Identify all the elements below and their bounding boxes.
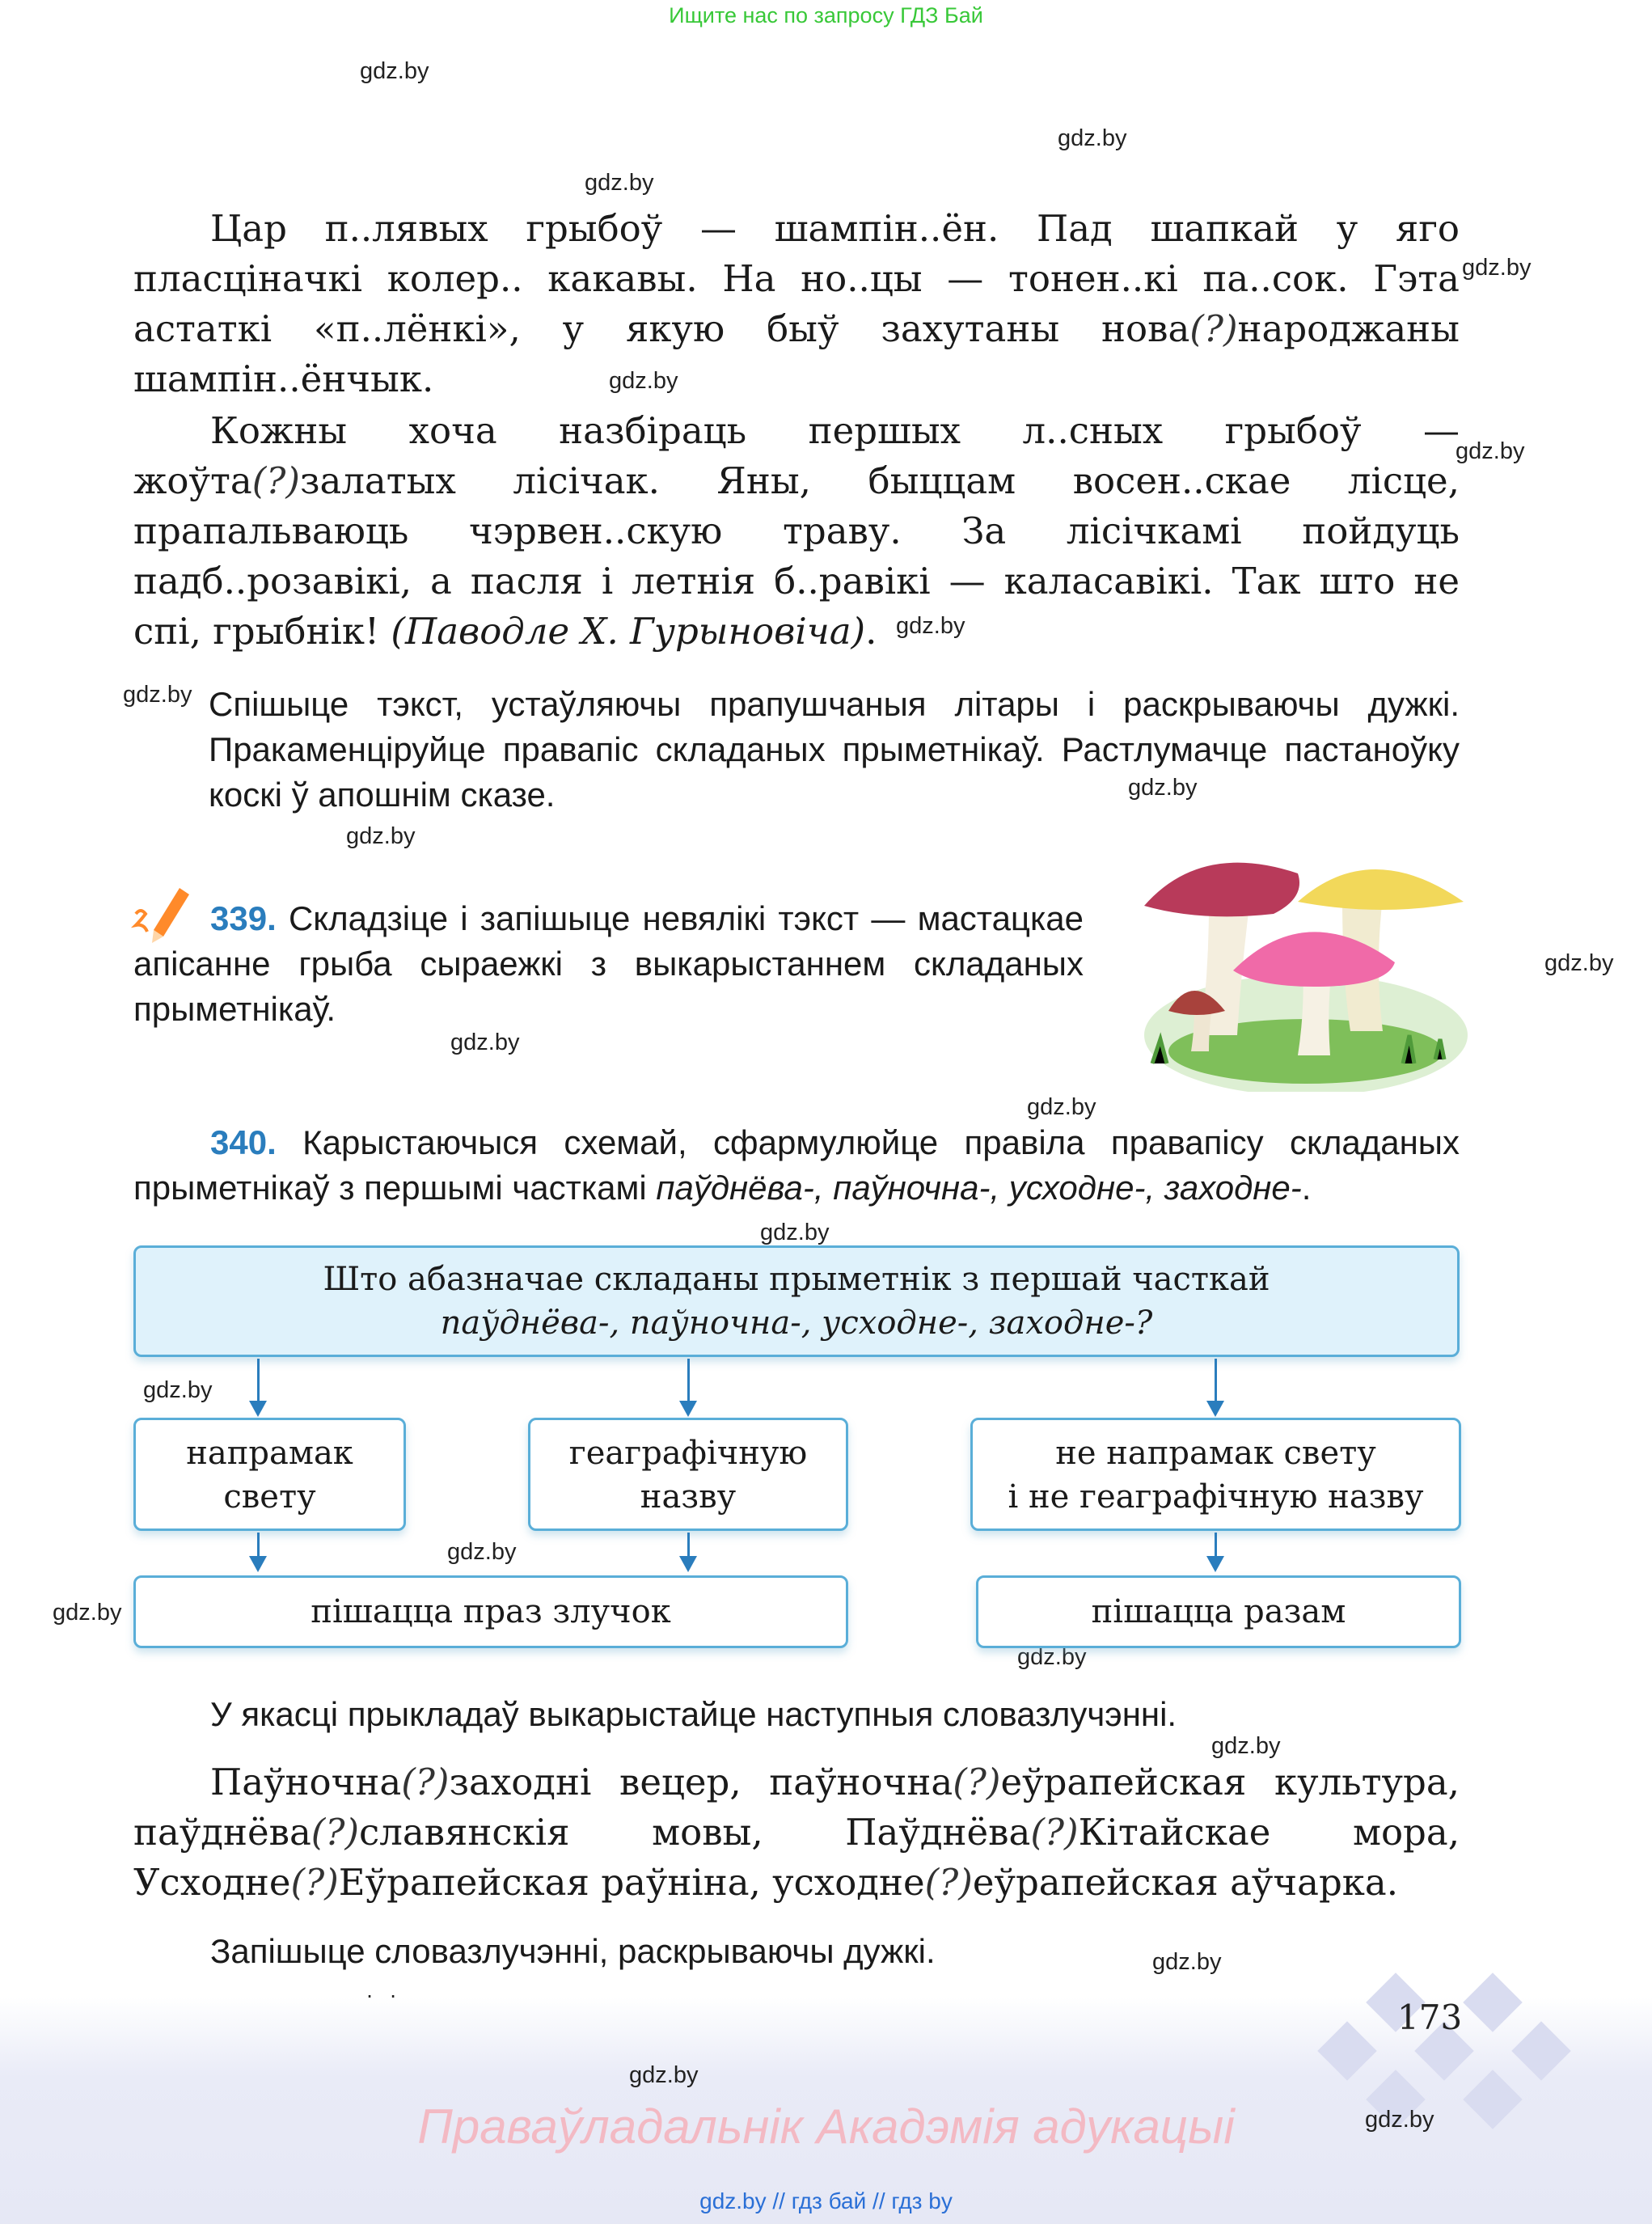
diagram-box-geo-name: геаграфічную назву [528, 1418, 848, 1531]
examples-intro: У якасці прыкладаў выкарыстайце наступны… [133, 1692, 1460, 1737]
diagram-box-direction-line2: свету [223, 1478, 316, 1516]
diagram-result-hyphen: пішацца праз злучок [133, 1575, 848, 1648]
examples-block: Паўночна(?)заходні вецер, паўночна(?)еўр… [133, 1757, 1460, 1908]
watermark: gdz.by [1058, 125, 1127, 151]
diagram-box-neither: не напрамак свету і не геаграфічную назв… [970, 1418, 1461, 1531]
watermark: gdz.by [447, 1539, 517, 1565]
diagram-box-neither-line1: не напрамак свету [1055, 1435, 1376, 1472]
diagram-box-direction: напрамак свету [133, 1418, 406, 1531]
examples-text: Паўночна(?)заходні вецер, паўночна(?)еўр… [133, 1761, 1460, 1904]
watermark: gdz.by [143, 1377, 213, 1403]
diagram-box-geo-line2: назву [640, 1478, 737, 1516]
exercise-339: 339. Складзіце і запішыце невялікі тэкст… [133, 896, 1084, 1032]
watermark: gdz.by [1017, 1644, 1087, 1670]
final-instruction: Запішыце словазлучэнні, раскрываючы дужк… [133, 1929, 1460, 1974]
diagram-question-line2: паўднёва-, паўночна-, усходне-, заходне-… [440, 1304, 1153, 1342]
watermark: gdz.by [1462, 255, 1532, 281]
text-paragraph-2: Кожны хоча назбіраць першых л..сных грыб… [133, 409, 1460, 653]
arrow-down-icon [1206, 1359, 1224, 1417]
watermark: gdz.by [53, 1600, 122, 1626]
exercise-339-text: Складзіце і запішыце невялікі тэкст — ма… [133, 899, 1084, 1028]
watermark: gdz.by [1456, 438, 1525, 464]
watermark: gdz.by [1128, 775, 1198, 801]
watermark: gdz.by [1211, 1733, 1281, 1759]
watermark: gdz.by [1365, 2107, 1434, 2133]
exercise-340: 340. Карыстаючыся схемай, сфармулюйце пр… [133, 1120, 1460, 1211]
text-paragraph-1: Цар п..лявых грыбоў — шампін..ён. Пад ша… [133, 207, 1460, 400]
rights-holder: Праваўладальнік Акадэмія адукацыі [417, 2099, 1235, 2154]
watermark: gdz.by [360, 58, 429, 84]
exercise-number: 340. [210, 1123, 277, 1161]
pencil-icon [129, 882, 194, 946]
watermark: gdz.by [760, 1220, 830, 1245]
diagram-box-neither-line2: і не геаграфічную назву [1008, 1478, 1424, 1516]
top-search-link[interactable]: Ищите нас по запросу ГДЗ Бай [669, 3, 983, 27]
page-number: 173 [1397, 1998, 1463, 2037]
watermark: gdz.by [896, 613, 965, 639]
arrow-down-icon [679, 1533, 697, 1572]
arrow-down-icon [1206, 1533, 1224, 1572]
exercise-number: 339. [210, 899, 277, 937]
watermark: gdz.by [585, 170, 654, 196]
watermark: gdz.by [346, 823, 416, 849]
arrow-down-icon [249, 1359, 267, 1417]
exercise-340-italic: паўднёва-, паўночна-, усходне-, заходне- [656, 1169, 1302, 1207]
diagram-box-geo-line1: геаграфічную [568, 1435, 808, 1472]
watermark: gdz.by [1152, 1949, 1222, 1975]
arrow-down-icon [679, 1359, 697, 1417]
arrow-down-icon [249, 1533, 267, 1572]
watermark: gdz.by [123, 682, 192, 708]
main-text: Цар п..лявых грыбоў — шампін..ён. Пад ша… [133, 204, 1460, 657]
examples-intro-text: У якасці прыкладаў выкарыстайце наступны… [210, 1695, 1177, 1733]
watermark: gdz.by [1027, 1094, 1096, 1120]
mushroom-illustration [1136, 833, 1476, 1096]
diagram-result-together: пішацца разам [976, 1575, 1461, 1648]
exercise-340-text: Карыстаючыся схемай, сфармулюйце правіла… [133, 1123, 1460, 1207]
watermark: gdz.by [450, 1030, 520, 1055]
watermark: gdz.by [1544, 950, 1614, 976]
watermark: gdz.by [629, 2062, 699, 2088]
diagram-question-line1: Што абазначае складаны прыметнік з перша… [323, 1261, 1270, 1298]
instructions-1: Спішыце тэкст, устаўляючы прапушчаныя лі… [209, 685, 1460, 814]
footer-links[interactable]: gdz.by // гдз бай // гдз by [699, 2188, 953, 2213]
diagram-question-box: Што абазначае складаны прыметнік з перша… [133, 1245, 1460, 1357]
exercise-340-end: . [1301, 1169, 1312, 1207]
diagram-box-direction-line1: напрамак [186, 1435, 353, 1472]
watermark: gdz.by [609, 368, 678, 394]
final-instruction-text: Запішыце словазлучэнні, раскрываючы дужк… [210, 1932, 936, 1970]
